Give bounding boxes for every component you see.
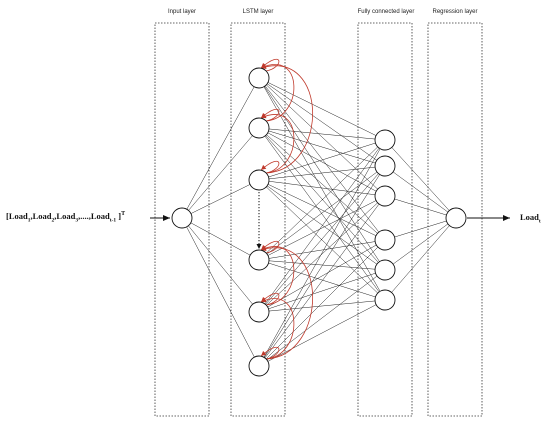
recurrent-arc [260, 63, 295, 122]
recurrent-arc [260, 297, 295, 360]
regression-layer-title: Regression layer [432, 9, 478, 15]
lstm-fc-edge [258, 269, 386, 367]
recurrent-loop [260, 292, 280, 306]
lstm-fc-edge [258, 127, 386, 197]
recurrent-connections [260, 58, 314, 360]
fc-neuron [374, 185, 396, 207]
recurrent-loop [260, 108, 280, 122]
fc-neuron [374, 259, 396, 281]
regression-neuron [445, 207, 467, 229]
fc-layer-title: Fully connected layer [357, 9, 415, 15]
lstm-neuron [248, 301, 270, 323]
lstm-fc-edge [258, 139, 386, 181]
lstm-fc-edge [258, 195, 386, 261]
lstm-neuron [248, 169, 270, 191]
fc-neuron [374, 289, 396, 311]
input-lstm-edge [181, 179, 260, 219]
fc-neuron [374, 129, 396, 151]
lstm-fc-edge [258, 139, 386, 367]
lstm-fc-edge [258, 127, 386, 271]
lstm-fc-edge [258, 195, 386, 313]
lstm-fc-edge [258, 139, 386, 261]
recurrent-arc [260, 245, 295, 306]
lstm-fc-edge [258, 179, 386, 197]
fc-regression-edge [384, 195, 457, 219]
recurrent-loop [260, 58, 280, 72]
recurrent-loop [260, 160, 280, 174]
lstm-fc-edge [258, 299, 386, 367]
input-layer-box [154, 22, 210, 417]
fc-regression-edge [384, 139, 457, 219]
lstm-neuron [248, 67, 270, 89]
recurrent-arc [260, 246, 313, 360]
lstm-fc-edge [258, 195, 386, 367]
recurrent-arc [260, 64, 314, 174]
recurrent-arc [260, 113, 295, 174]
fc-regression-edge [384, 217, 457, 301]
lstm-fc-edge [258, 299, 386, 313]
fc-regression-edge [384, 165, 457, 219]
input-lstm-edge [181, 217, 260, 261]
lstm-fc-edge [258, 179, 386, 301]
lstm-fc-edge [258, 179, 386, 241]
lstm-neuron [248, 249, 270, 271]
lstm-fc-edge [258, 269, 386, 313]
lstm-ellipsis-arrowhead [256, 244, 262, 249]
input-vector-label: [Load1,Load2,Load3,....,Loadt-1 ]T [6, 211, 126, 224]
input-lstm-edge [181, 77, 260, 219]
lstm-fc-edge [258, 165, 386, 367]
lstm-fc-edge [258, 239, 386, 367]
lstm-neuron [248, 355, 270, 377]
lstm-fc-edge [258, 165, 386, 181]
lstm-fc-edge [258, 77, 386, 241]
regression-layer-box [427, 22, 483, 417]
lstm-fc-edge [258, 77, 386, 141]
lstm-fc-edge [258, 179, 386, 271]
recurrent-loop [260, 346, 280, 360]
fc-neuron [374, 155, 396, 177]
fc-neuron [374, 229, 396, 251]
lstm-fc-edge [258, 139, 386, 313]
input-lstm-edge [181, 217, 260, 313]
input-neuron [171, 207, 193, 229]
input-layer-title: Input layer [167, 9, 197, 15]
input-lstm-edge [181, 127, 260, 219]
input-lstm-edge [181, 217, 260, 367]
recurrent-loop [260, 240, 280, 254]
lstm-fc-edge [258, 77, 386, 271]
lstm-fc-edge [258, 127, 386, 141]
lstm-fc-edge [258, 259, 386, 301]
lstm-fc-edge [258, 165, 386, 261]
output-label: Loadt [520, 212, 541, 225]
lstm-layer-title: LSTM layer [242, 9, 274, 15]
lstm-fc-edge [258, 127, 386, 241]
lstm-fc-edge [258, 165, 386, 313]
neurons [171, 67, 467, 377]
lstm-fc-edge [258, 259, 386, 271]
lstm-fc-edge [258, 239, 386, 261]
connection-edges [181, 77, 457, 367]
lstm-fc-edge [258, 127, 386, 301]
lstm-layer-box [230, 22, 286, 417]
fc-regression-edge [384, 217, 457, 241]
lstm-fc-edge [258, 127, 386, 167]
lstm-fc-edge [258, 77, 386, 197]
fc-layer-box [357, 22, 413, 417]
lstm-fc-edge [258, 77, 386, 167]
lstm-neuron [248, 117, 270, 139]
fc-regression-edge [384, 217, 457, 271]
